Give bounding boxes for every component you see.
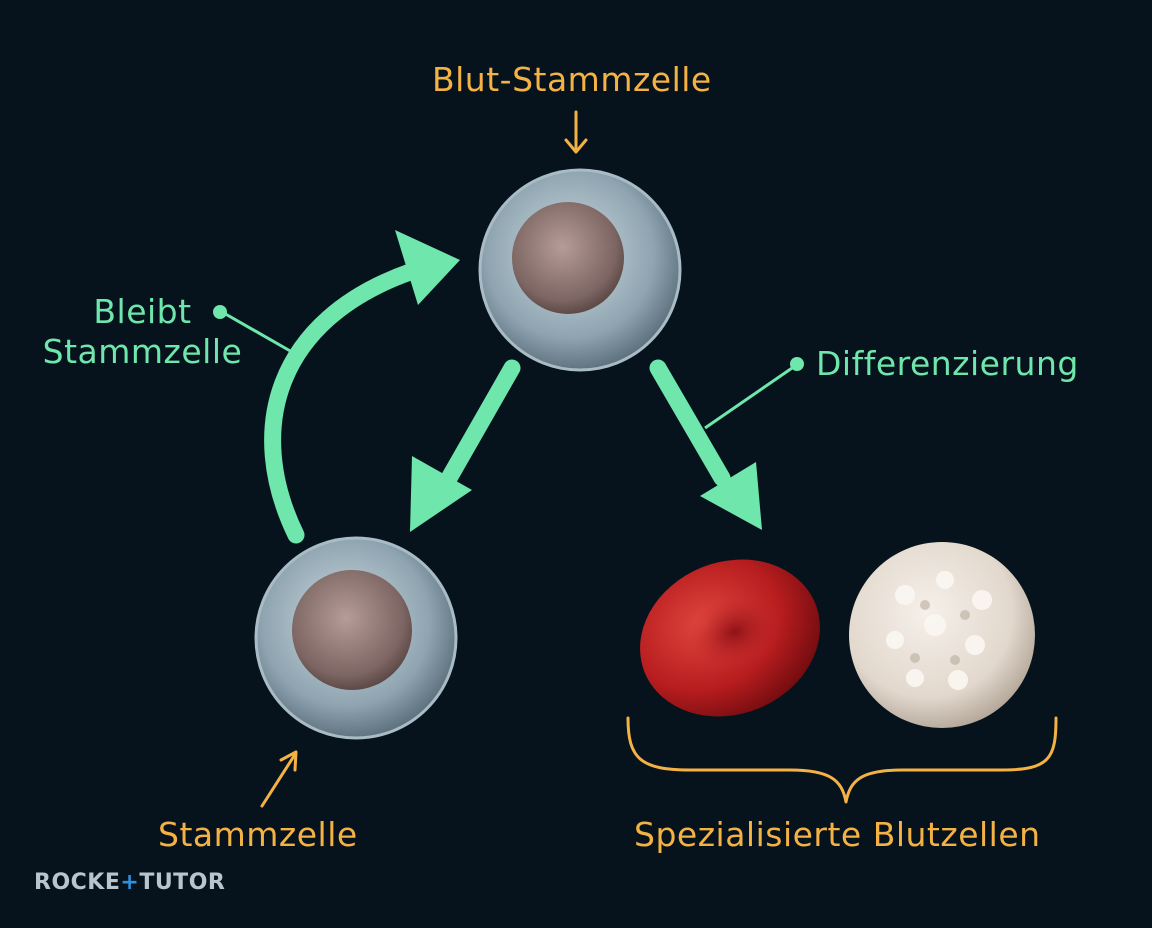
specialized-label: Spezialisierte Blutzellen bbox=[634, 815, 1041, 854]
self-renewal-arrow bbox=[264, 263, 419, 544]
red-blood-cell-icon bbox=[640, 559, 820, 717]
self-renewal-dot bbox=[213, 305, 227, 319]
brand-logo: ROCKE+TUTOR bbox=[34, 870, 225, 895]
logo-plus-icon: + bbox=[120, 870, 140, 895]
logo-part1: ROCKE bbox=[34, 870, 121, 895]
differentiation-leader bbox=[704, 364, 796, 430]
differentiation-dot bbox=[790, 357, 804, 371]
differentiation-arrowhead bbox=[700, 462, 762, 530]
self-renewal-arrowhead bbox=[395, 230, 460, 305]
stem-cell-icon bbox=[478, 168, 682, 372]
specialized-brace bbox=[626, 716, 1058, 804]
bottom-cell-pointer bbox=[260, 754, 296, 808]
bottom-cell-pointer-head bbox=[279, 750, 298, 772]
bottom-cell-label: Stammzelle bbox=[158, 815, 358, 854]
division-arrow bbox=[439, 359, 521, 489]
differentiation-arrow bbox=[649, 359, 731, 487]
self-renewal-label: Bleibt Stammzelle bbox=[42, 292, 243, 371]
division-arrowhead bbox=[410, 456, 472, 532]
stem-cell-icon bbox=[254, 536, 458, 740]
white-blood-cell-icon bbox=[849, 542, 1035, 728]
self-renewal-leader bbox=[221, 310, 293, 354]
top-cell-label: Blut-Stammzelle bbox=[432, 60, 712, 99]
top-cell-pointer-head bbox=[564, 138, 588, 154]
logo-part2: TUTOR bbox=[139, 870, 226, 895]
differentiation-label: Differenzierung bbox=[816, 344, 1079, 383]
